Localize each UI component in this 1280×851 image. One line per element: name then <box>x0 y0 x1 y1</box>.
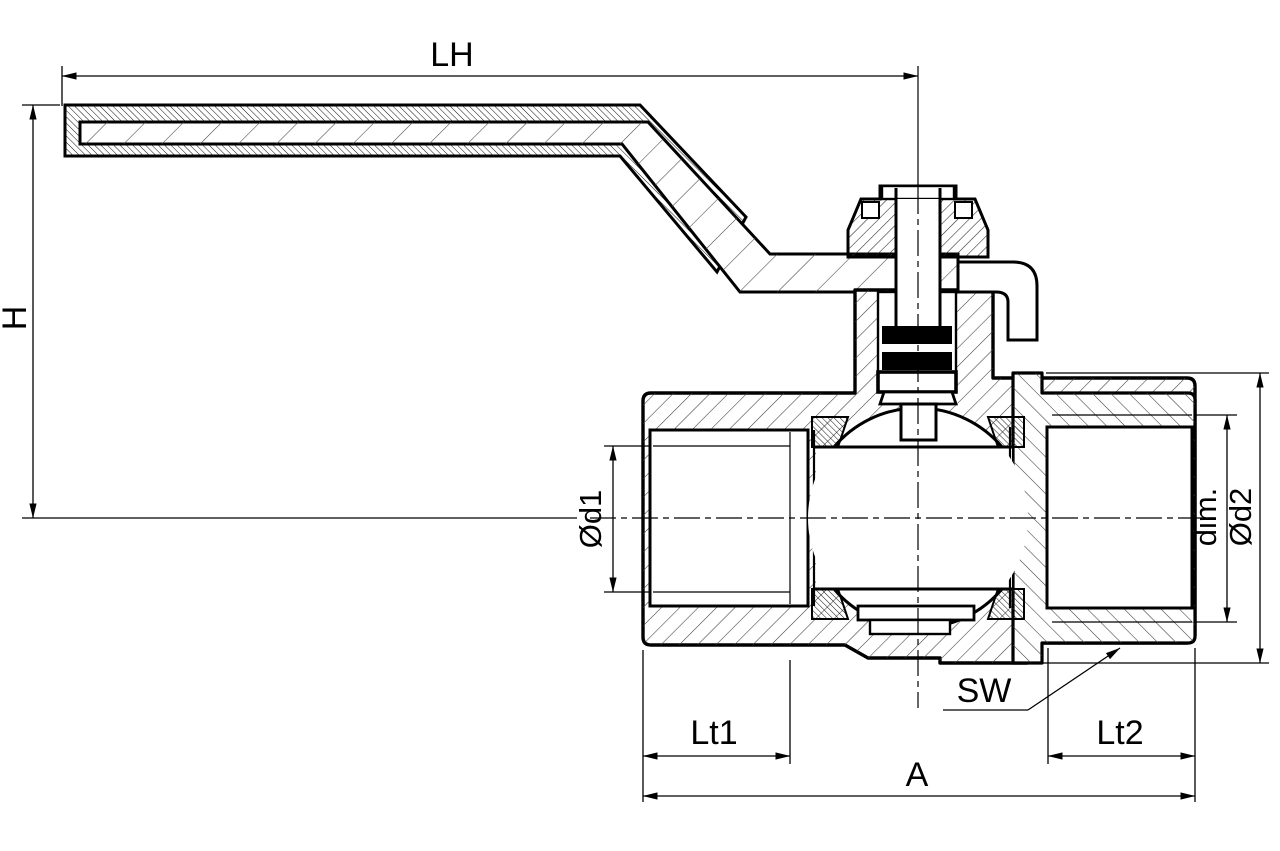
label-thread-length2: Lt2 <box>1096 714 1143 752</box>
label-dim-prefix: dim. <box>1188 488 1223 547</box>
ball-bottom-plate <box>856 604 976 622</box>
dimension-labels: LH H Ød1 dim. Ød2 SW Lt1 Lt2 A <box>0 36 1258 794</box>
nut-relief-right <box>954 201 973 219</box>
nut-relief-left <box>861 201 880 219</box>
gland-follower <box>876 370 958 394</box>
label-overall-length: A <box>906 756 929 794</box>
packing-ring-upper <box>882 326 952 344</box>
lever-handle <box>63 103 960 294</box>
seat-right-top <box>986 416 1025 448</box>
label-height: H <box>0 306 34 331</box>
label-bore2: Ød2 <box>1223 488 1258 547</box>
centerlines <box>22 66 1215 708</box>
label-wrench-size: SW <box>957 672 1012 710</box>
dimensions <box>22 66 1269 802</box>
seat-left-top <box>811 416 850 448</box>
label-thread-length1: Lt1 <box>690 714 737 752</box>
handle-grip-sleeve <box>63 103 748 275</box>
label-lever-length: LH <box>430 36 473 74</box>
seat-right-bottom <box>986 588 1025 620</box>
seat-left-bottom <box>811 588 850 620</box>
sw-leader <box>1027 647 1121 711</box>
handle-stop-bracket <box>956 260 1039 342</box>
ball-bottom-step <box>868 618 952 636</box>
packing-ring-lower <box>882 352 952 370</box>
label-bore1: Ød1 <box>573 490 608 549</box>
handle-steel-bar-hatch <box>80 122 958 292</box>
